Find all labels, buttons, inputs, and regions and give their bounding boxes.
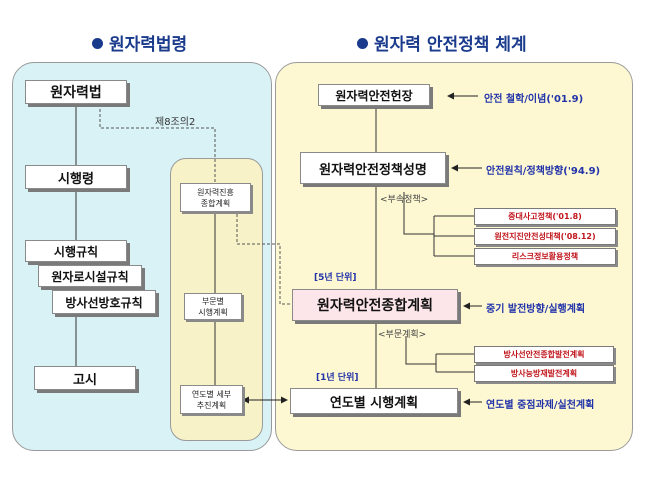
annual-plan-box: 연도별 시행계획	[290, 388, 458, 414]
sector-plan-label: 부문별 시행계획	[198, 296, 228, 317]
annex-policy-label: <부속정책>	[380, 195, 429, 205]
rule-label: 시행규칙	[53, 244, 99, 259]
annex-item: 원전지진안전성대책('08.12)	[474, 228, 616, 245]
charter-label: 원자력안전헌장	[335, 88, 413, 103]
radiation-rule-label: 방사선방호규칙	[65, 295, 143, 310]
bullet-icon	[357, 37, 368, 49]
left-heading: 원자력법령	[92, 30, 187, 55]
one-year-unit: [1년 단위]	[316, 373, 359, 383]
annual-detail-box: 연도별 세부 추진계획	[180, 385, 243, 414]
master-plan-label: 원자력안전종합계획	[317, 298, 433, 314]
annex-item-label: 리스크정보활용정책	[511, 252, 579, 261]
annex-item: 중대사고정책('01.8)	[474, 208, 616, 225]
sector-item-label: 방사선안전종합발전계획	[503, 350, 585, 359]
sector-plan-sub-label: <부문계획>	[378, 330, 427, 340]
notice-box: 고시	[34, 366, 136, 390]
law-box: 원자력법	[25, 80, 127, 104]
master-plan-note: 중기 발전방향/실행계획	[486, 304, 586, 315]
facility-rule-label: 원자로시설규칙	[51, 269, 129, 284]
sector-item: 방사선안전종합발전계획	[474, 346, 614, 363]
decree-box: 시행령	[25, 165, 127, 189]
sector-item: 방사능방재발전계획	[474, 365, 614, 382]
right-heading-text: 원자력 안전정책 체계	[374, 35, 527, 55]
bullet-icon	[92, 37, 103, 49]
statement-note: 안전원칙/정책방향('94.9)	[486, 166, 601, 177]
annex-item-label: 원전지진안전성대책('08.12)	[494, 232, 596, 241]
annual-plan-label: 연도별 시행계획	[329, 395, 419, 411]
statement-box: 원자력안전정책성명	[300, 152, 446, 184]
master-plan-box: 원자력안전종합계획	[292, 289, 458, 321]
left-heading-text: 원자력법령	[109, 35, 188, 55]
radiation-rule-box: 방사선방호규칙	[52, 290, 156, 314]
charter-note: 안전 철학/이념('01.9)	[484, 94, 584, 105]
article-label: 제8조의2	[155, 117, 196, 128]
five-year-unit: [5년 단위]	[314, 273, 357, 283]
comprehensive-plan-label: 원자력진흥 종합계획	[197, 187, 234, 208]
statement-label: 원자력안전정책성명	[319, 162, 427, 178]
facility-rule-box: 원자로시설규칙	[38, 265, 142, 287]
decree-label: 시행령	[58, 171, 94, 187]
annual-detail-label: 연도별 세부 추진계획	[191, 389, 232, 410]
annual-plan-note: 연도별 중점과제/실천계획	[486, 400, 595, 411]
sector-item-label: 방사능방재발전계획	[510, 369, 578, 378]
right-heading: 원자력 안전정책 체계	[357, 30, 527, 55]
sector-plan-box: 부문별 시행계획	[184, 293, 242, 320]
rule-box: 시행규칙	[25, 240, 127, 262]
comprehensive-plan-box: 원자력진흥 종합계획	[180, 183, 251, 212]
annex-item: 리스크정보활용정책	[474, 248, 616, 265]
annex-item-label: 중대사고정책('01.8)	[508, 212, 582, 221]
charter-box: 원자력안전헌장	[318, 84, 430, 106]
law-label: 원자력법	[50, 85, 102, 101]
notice-label: 고시	[73, 372, 97, 388]
